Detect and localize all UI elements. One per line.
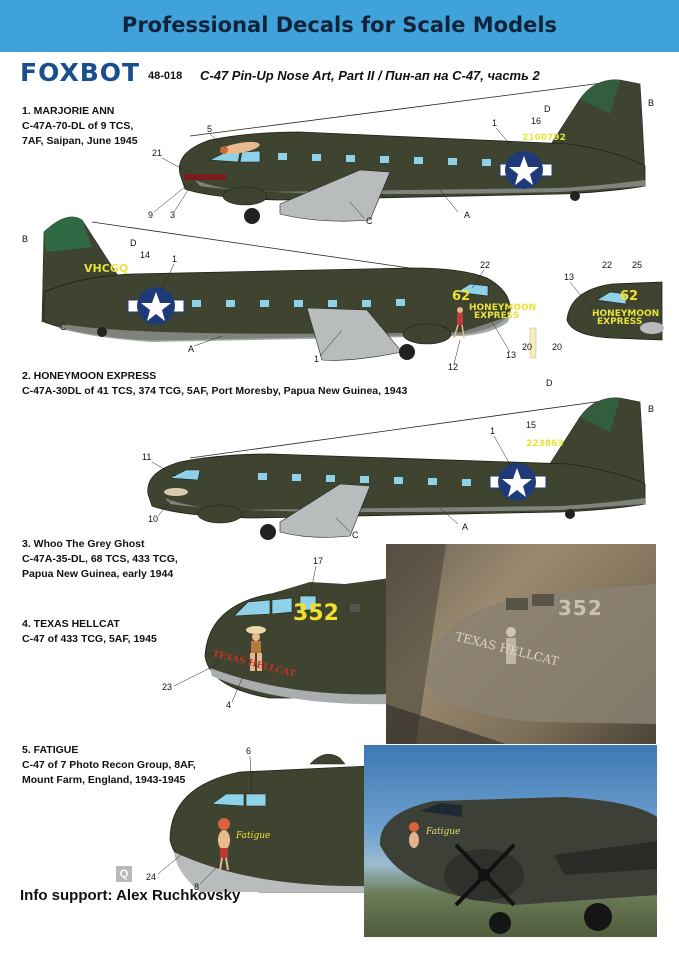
aircraft-profile-1: 2100792 5 21 9 3 1 16 D B A C	[148, 79, 654, 226]
sheet-title: C-47 Pin-Up Nose Art, Part II / Пин-ап н…	[200, 68, 540, 83]
callout-16: 16	[531, 116, 541, 126]
info-credit: Info support: Alex Ruchkovsky	[20, 887, 241, 904]
callout-1: 1	[172, 254, 177, 264]
entry-5-line: C-47 of 7 Photo Recon Group, 8AF,	[22, 759, 196, 771]
callout-14: 14	[140, 250, 150, 260]
banner-title: Professional Decals for Scale Models	[121, 13, 558, 37]
entry-4-title: 4. TEXAS HELLCAT	[22, 618, 120, 630]
callout-D: D	[130, 238, 137, 248]
callout-15: 15	[526, 420, 536, 430]
entry-3-caption: 3. Whoo The Grey Ghost C-47A-35-DL, 68 T…	[22, 537, 178, 582]
callout-A: A	[464, 210, 470, 220]
aircraft-number: 62	[452, 289, 470, 304]
callout-11: 11	[142, 452, 151, 462]
inset-text-line1: HONEYMOON	[592, 309, 659, 319]
pinup-nose-art	[164, 488, 188, 496]
entry-2-title: 2. HONEYMOON EXPRESS	[22, 370, 157, 382]
callout-13: 13	[506, 350, 516, 360]
entry-4-caption: 4. TEXAS HELLCAT C-47 of 433 TCG, 5AF, 1…	[22, 617, 157, 647]
callout-21: 21	[152, 148, 162, 158]
registration-code: VHCGQ	[84, 262, 128, 275]
aircraft-profile-2: VHCGQ 62 HONEYMOON EXPRESS 62 HONEYMOON …	[22, 216, 664, 372]
aircraft-profile-3: 223863 11 10 1 15 D B A C	[142, 378, 654, 540]
entry-4-line: C-47 of 433 TCG, 5AF, 1945	[22, 633, 157, 645]
reference-photo-1: 352 TEXAS HELLCAT	[386, 544, 656, 744]
serial-number: 2100792	[522, 133, 566, 143]
star-insignia	[127, 287, 185, 325]
wing	[279, 169, 391, 222]
honeymoon-text-line2: EXPRESS	[474, 311, 519, 321]
photo-1-number: 352	[558, 596, 603, 620]
callout-D: D	[544, 104, 551, 114]
callout-C: C	[352, 530, 359, 540]
callout-A: A	[462, 522, 468, 532]
aircraft-number: 352	[293, 601, 339, 626]
brand-logo: FOXBOT	[20, 58, 141, 87]
callout-C: C	[60, 322, 67, 332]
callout-13-inset: 13	[564, 272, 574, 282]
cabin-windows	[278, 153, 491, 166]
entry-2-caption: 2. HONEYMOON EXPRESS C-47A-30DL of 41 TC…	[22, 369, 407, 399]
callout-20-inset: 20	[552, 342, 562, 352]
callout-12: 12	[448, 362, 458, 372]
cowgirl-nose-art	[246, 626, 266, 671]
decal-strip	[529, 327, 537, 359]
cabin-windows	[192, 299, 405, 307]
entry-5-title: 5. FATIGUE	[22, 744, 79, 756]
serial-number: 223863	[526, 439, 564, 449]
reference-photo-2: Fatigue	[364, 745, 657, 937]
callout-23: 23	[162, 682, 172, 692]
aircraft-nose-5: Fatigue 6 24 8	[146, 746, 371, 893]
callout-24: 24	[146, 872, 156, 882]
callout-10: 10	[148, 514, 158, 524]
nose-detail-inset: 62 HONEYMOON EXPRESS	[566, 281, 664, 341]
callout-20: 20	[522, 342, 532, 352]
wing	[279, 483, 371, 538]
callout-3: 3	[170, 210, 175, 220]
callout-9: 9	[148, 210, 153, 220]
callout-B: B	[648, 404, 654, 414]
pinup-nose-art	[218, 818, 230, 871]
product-code: 48-018	[148, 70, 183, 82]
entry-1-caption: 1. MARJORIE ANN C-47A-70-DL of 9 TCS, 7A…	[22, 104, 138, 149]
pinup-nose-art	[184, 141, 260, 180]
entry-3-title: 3. Whoo The Grey Ghost	[22, 538, 145, 550]
callout-1: 1	[490, 426, 495, 436]
aircraft-nose-4: 352 TEXAS HELLCAT 17 23 4	[162, 556, 391, 710]
entry-1-line: C-47A-70-DL of 9 TCS,	[22, 120, 134, 132]
star-insignia	[489, 463, 547, 501]
q-badge: Q	[116, 866, 132, 882]
inset-text-line2: EXPRESS	[597, 317, 642, 327]
callout-C: C	[366, 216, 373, 226]
header-banner: Professional Decals for Scale Models	[0, 0, 679, 52]
entry-2-line: C-47A-30DL of 41 TCS, 374 TCG, 5AF, Port…	[22, 385, 408, 397]
entry-5-line: Mount Farm, England, 1943-1945	[22, 774, 186, 786]
callout-D: D	[546, 378, 553, 388]
callout-5: 5	[207, 124, 212, 134]
entry-1-title: 1. MARJORIE ANN	[22, 105, 115, 117]
callout-B: B	[22, 234, 28, 244]
honeymoon-text-line1: HONEYMOON	[469, 303, 536, 313]
fatigue-lettering: Fatigue	[235, 831, 270, 841]
callout-1-wing: 1	[314, 354, 319, 364]
entry-3-line: Papua New Guinea, early 1944	[22, 568, 174, 580]
callout-4: 4	[226, 700, 231, 710]
inset-number: 62	[620, 289, 638, 304]
cabin-windows	[258, 473, 471, 486]
pinup-nose-art	[453, 307, 465, 339]
callout-1: 1	[492, 118, 497, 128]
callout-6: 6	[246, 746, 251, 756]
photo-2-lettering: Fatigue	[426, 827, 461, 837]
callout-8: 8	[194, 882, 199, 892]
callout-17: 17	[313, 556, 323, 566]
entry-1-line: 7AF, Saipan, June 1945	[22, 135, 138, 147]
callout-A: A	[188, 344, 194, 354]
callout-B: B	[648, 98, 654, 108]
callout-25: 25	[632, 260, 642, 270]
star-insignia	[499, 151, 553, 189]
callout-22: 22	[480, 260, 490, 270]
entry-3-line: C-47A-35-DL, 68 TCS, 433 TCG,	[22, 553, 178, 565]
callout-22-inset: 22	[602, 260, 612, 270]
entry-5-caption: 5. FATIGUE C-47 of 7 Photo Recon Group, …	[22, 743, 196, 788]
